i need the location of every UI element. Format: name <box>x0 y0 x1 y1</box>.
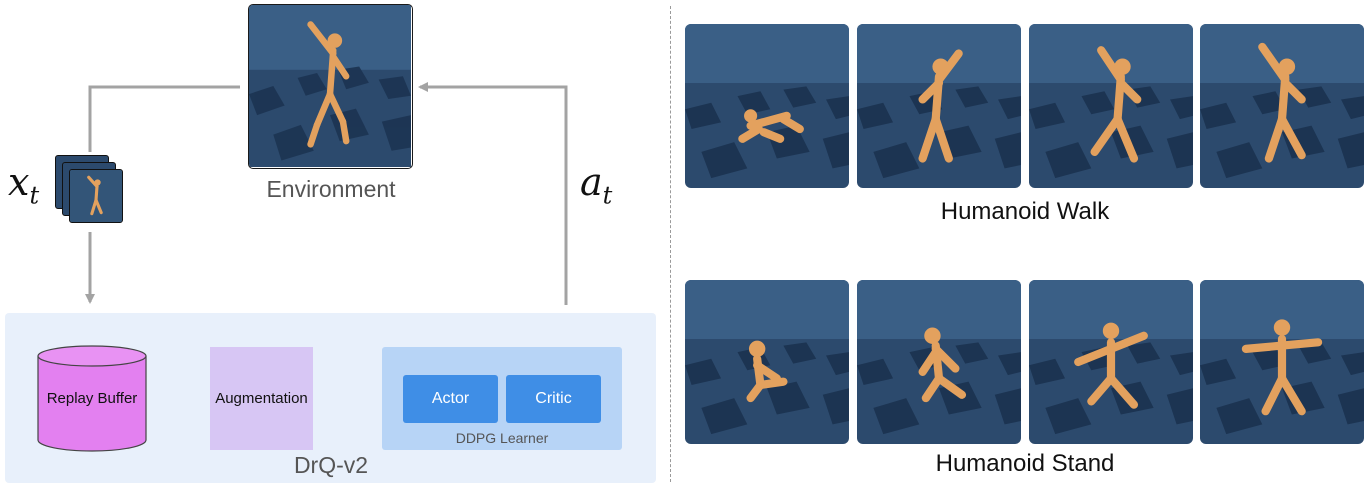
observation-subscript: t <box>29 181 40 210</box>
humanoid-figure-icon <box>1241 319 1323 416</box>
humanoid-stand-frame-4 <box>1200 280 1364 444</box>
humanoid-figure-icon <box>918 49 963 163</box>
action-label: at <box>580 160 612 210</box>
humanoid-figure-icon <box>1090 46 1142 163</box>
humanoid-walk-label: Humanoid Walk <box>940 198 1110 225</box>
humanoid-stand-frame-1 <box>685 280 849 444</box>
drq-v2-label: DrQ-v2 <box>293 452 369 478</box>
humanoid-figure-icon <box>738 109 804 143</box>
humanoid-stand-frame-2 <box>857 280 1021 444</box>
observation-symbol: x <box>8 160 30 204</box>
augmentation-box <box>210 347 313 450</box>
environment-image <box>248 4 413 169</box>
observation-stack <box>55 155 125 225</box>
humanoid-stand-label: Humanoid Stand <box>935 450 1115 477</box>
augmentation-label: Augmentation <box>215 390 308 407</box>
actor-box: Actor <box>403 375 498 423</box>
replay-buffer-label: Replay Buffer <box>46 390 138 407</box>
humanoid-figure-icon <box>307 21 350 148</box>
action-symbol: a <box>580 160 603 204</box>
humanoid-figure-icon <box>87 175 103 216</box>
observation-label: xt <box>8 160 39 210</box>
humanoid-figure-icon <box>918 327 967 403</box>
environment-label: Environment <box>266 176 396 202</box>
observation-arrow-top <box>88 85 240 152</box>
humanoid-stand-frame-3 <box>1029 280 1193 444</box>
humanoid-walk-frame-4 <box>1200 24 1364 188</box>
section-divider <box>670 6 671 482</box>
replay-buffer-cylinder <box>37 345 147 452</box>
humanoid-figure-icon <box>1258 42 1306 163</box>
ddpg-learner-label: DDPG Learner <box>455 430 549 446</box>
humanoid-figure-icon <box>1074 322 1148 409</box>
humanoid-walk-frame-1 <box>685 24 849 188</box>
humanoid-figure-icon <box>746 340 788 403</box>
humanoid-walk-frame-2 <box>857 24 1021 188</box>
humanoid-walk-frame-3 <box>1029 24 1193 188</box>
action-arrow <box>418 82 568 305</box>
critic-box: Critic <box>506 375 601 423</box>
action-subscript: t <box>602 181 613 210</box>
